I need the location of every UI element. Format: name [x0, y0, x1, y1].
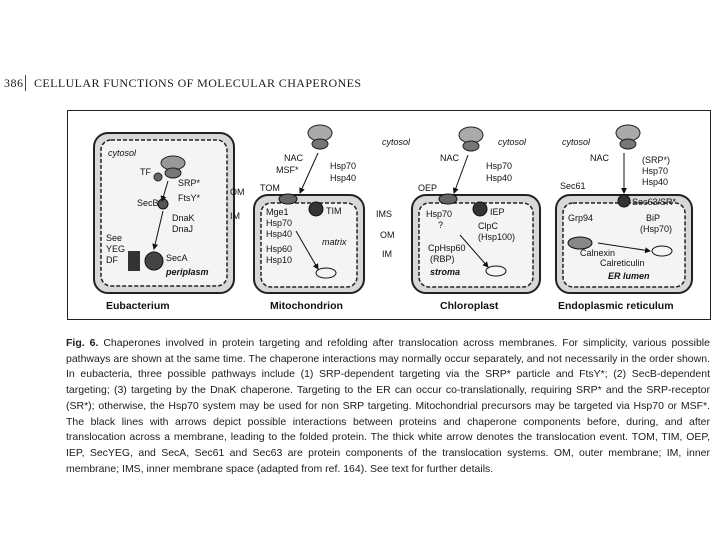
chloroplast-title: Chloroplast	[440, 300, 499, 312]
tf-label: TF	[140, 167, 151, 177]
chloroplast-cytosol-label: cytosol	[498, 137, 527, 147]
panel-mitochondrion: NAC MSF* Hsp70 Hsp40 TOM TIM Mge1 Hsp70 …	[253, 124, 365, 312]
srp-label: SRP*	[178, 178, 201, 188]
er-title: Endoplasmic reticulum	[558, 300, 674, 312]
sec61-label: Sec61	[560, 181, 586, 191]
tim-label: TIM	[326, 206, 342, 216]
chloroplast-ribosome-icon	[458, 126, 484, 152]
panel-eubacterium: cytosol TF SRP* FtsY* SecB DnaK DnaJ See…	[93, 132, 235, 312]
folded-protein-icon	[315, 267, 337, 279]
rbp-label: (RBP)	[430, 254, 455, 264]
bip-label: BiP	[646, 213, 660, 223]
hsp40-label: Hsp40	[330, 173, 356, 183]
figure-diagram: cytosol TF SRP* FtsY* SecB DnaK DnaJ See…	[93, 124, 693, 312]
grp94-label: Grp94	[568, 213, 593, 223]
secb-icon	[157, 198, 169, 210]
caption-text: Chaperones involved in protein targeting…	[66, 337, 710, 475]
mito-hsp70-label: Hsp70	[266, 218, 292, 228]
hsp100-label: (Hsp100)	[478, 232, 515, 242]
calnexin-icon	[567, 236, 593, 250]
dnaj-label: DnaJ	[172, 224, 193, 234]
matrix-label: matrix	[322, 237, 347, 247]
panel-chloroplast: cytosol NAC Hsp70 Hsp40 OEP IEP Hsp70 ? …	[411, 126, 541, 312]
seca-label: SecA	[166, 253, 188, 263]
iep-label: IEP	[490, 207, 505, 217]
ims-label: IMS	[376, 209, 392, 219]
tom-icon	[278, 193, 298, 205]
secb-label: SecB	[137, 198, 159, 208]
er-folded-protein-icon	[651, 245, 673, 257]
er-lumen-label: ER lumen	[608, 271, 650, 281]
seca-icon	[144, 251, 164, 271]
ribosome-icon	[160, 155, 186, 179]
sec63-icon	[617, 194, 631, 208]
oep-label: OEP	[418, 183, 437, 193]
stroma-label: stroma	[430, 267, 460, 277]
er-hsp40-label: Hsp40	[642, 177, 668, 187]
hsp70-label: Hsp70	[330, 161, 356, 171]
sec63-label: Sec63/SR*	[632, 197, 677, 207]
chloroplast-inner-membrane	[418, 202, 534, 288]
chloroplast-nac-label: NAC	[440, 153, 460, 163]
eubacterium-inner-membrane	[100, 139, 228, 287]
om-label-2: OM	[380, 230, 395, 240]
mge1-label: Mge1	[266, 207, 289, 217]
chloroplast-hsp70-cyto-label: Hsp70	[486, 161, 512, 171]
eubacterium-cytosol-label: cytosol	[108, 148, 137, 158]
er-cytosol-label: cytosol	[562, 137, 591, 147]
im-label: IM	[230, 211, 240, 221]
figure-6: cytosol TF SRP* FtsY* SecB DnaK DnaJ See…	[67, 110, 711, 320]
periplasm-label: periplasm	[165, 267, 209, 277]
om-label: OM	[230, 187, 245, 197]
er-ribosome-icon	[615, 124, 641, 150]
page-number: 386	[4, 76, 24, 90]
clpc-label: ClpC	[478, 221, 499, 231]
nac-ribosome-icon	[307, 124, 333, 150]
chloroplast-hsp40-cyto-label: Hsp40	[486, 173, 512, 183]
msf-label: MSF*	[276, 165, 299, 175]
df-label: DF	[106, 255, 118, 265]
er-hsp70-label: Hsp70	[642, 166, 668, 176]
eubacterium-title: Eubacterium	[106, 300, 170, 312]
tim-icon	[308, 201, 324, 217]
mitochondrion-title: Mitochondrion	[270, 300, 343, 312]
er-nac-label: NAC	[590, 153, 610, 163]
mito-cytosol-label: cytosol	[382, 137, 411, 147]
running-head: CELLULAR FUNCTIONS OF MOLECULAR CHAPERON…	[34, 76, 362, 90]
unknown-factor-label: ?	[438, 220, 443, 230]
tom-label: TOM	[260, 183, 280, 193]
panel-er: cytosol NAC (SRP*) Hsp70 Hsp40 Sec61 Sec…	[555, 124, 693, 312]
hsp10-label: Hsp10	[266, 255, 292, 265]
hsp60-label: Hsp60	[266, 244, 292, 254]
nac-label: NAC	[284, 153, 304, 163]
mito-hsp40-label: Hsp40	[266, 229, 292, 239]
oep-icon	[438, 193, 458, 205]
calreticulin-label: Calreticulin	[600, 258, 645, 268]
header-divider	[25, 75, 26, 91]
cphsp60-label: CpHsp60	[428, 243, 466, 253]
chloroplast-folded-protein-icon	[485, 265, 507, 277]
page-header: 386 CELLULAR FUNCTIONS OF MOLECULAR CHAP…	[0, 74, 720, 94]
bip-hsp70-label: (Hsp70)	[640, 224, 672, 234]
secyeg-translocon-icon	[128, 251, 140, 271]
ftsy-label: FtsY*	[178, 193, 201, 203]
calnexin-label: Calnexin	[580, 248, 615, 258]
er-srp-label: (SRP*)	[642, 155, 670, 165]
stroma-hsp70-label: Hsp70	[426, 209, 452, 219]
caption-label: Fig. 6.	[66, 337, 99, 349]
mitochondrion-inner-membrane	[260, 202, 358, 288]
iep-icon	[472, 201, 488, 217]
yeg-label: YEG	[106, 244, 125, 254]
dnak-label: DnaK	[172, 213, 195, 223]
im-label-2: IM	[382, 249, 392, 259]
see-label: See	[106, 233, 122, 243]
figure-caption: Fig. 6. Chaperones involved in protein t…	[66, 336, 710, 477]
